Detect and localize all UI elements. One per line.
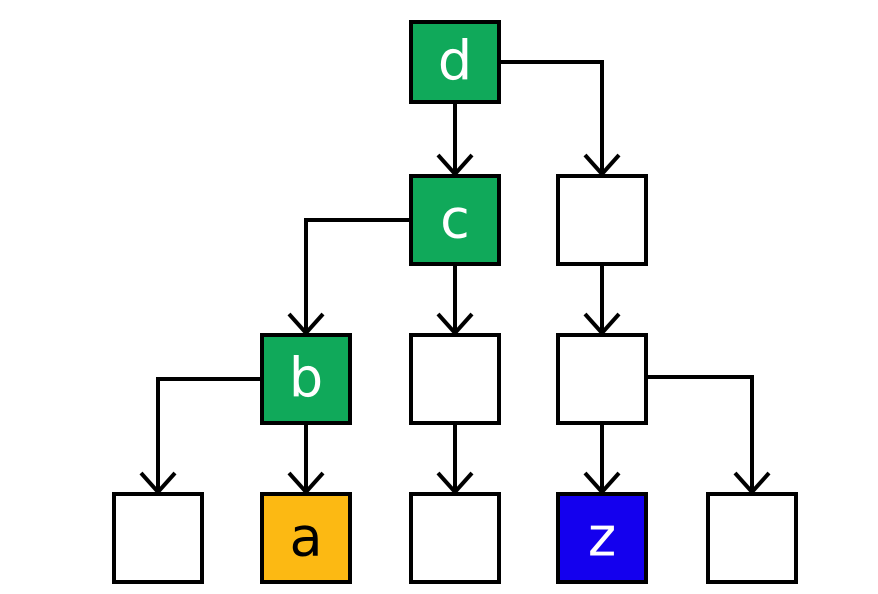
node-label: b (289, 347, 323, 410)
edge-e_b_l1 (139, 377, 262, 495)
edge-e_b_a (287, 423, 325, 495)
node-box[interactable] (409, 333, 501, 425)
node-box[interactable] (409, 174, 501, 266)
node-label: z (588, 506, 616, 569)
edge-e_d_c (436, 102, 474, 177)
node-n_c[interactable]: c (409, 174, 501, 266)
node-box[interactable] (409, 492, 501, 584)
node-n_l5[interactable] (706, 492, 798, 584)
node-label: d (438, 30, 472, 93)
node-label: c (440, 188, 470, 251)
node-box[interactable] (556, 174, 648, 266)
edge-line (646, 375, 754, 490)
edges-layer (139, 60, 771, 495)
edge-line (304, 218, 411, 331)
node-box[interactable] (706, 492, 798, 584)
node-n_l3[interactable] (409, 492, 501, 584)
edge-line (156, 377, 262, 490)
edge-e_c_b (287, 218, 411, 336)
edge-e_c_r3c (436, 264, 474, 336)
node-n_r3d[interactable] (556, 333, 648, 425)
edge-e_r2e_r3d (583, 264, 621, 336)
node-n_r3c[interactable] (409, 333, 501, 425)
node-box[interactable] (260, 333, 352, 425)
node-label: a (289, 506, 322, 569)
edge-e_d_r2e (499, 60, 621, 177)
edge-e_r3d_z (583, 423, 621, 495)
edge-line (499, 60, 604, 172)
node-box[interactable] (260, 492, 352, 584)
node-n_r2e[interactable] (556, 174, 648, 266)
node-box[interactable] (112, 492, 204, 584)
node-n_z[interactable]: z (556, 492, 648, 584)
node-n_d[interactable]: d (409, 20, 501, 104)
edge-e_r3d_l5 (646, 375, 771, 495)
nodes-layer: d c b a z (112, 20, 798, 584)
node-n_b[interactable]: b (260, 333, 352, 425)
node-box[interactable] (556, 333, 648, 425)
edge-e_r3c_l3 (436, 423, 474, 495)
node-n_a[interactable]: a (260, 492, 352, 584)
node-box[interactable] (409, 20, 501, 104)
node-box[interactable] (556, 492, 648, 584)
node-n_l1[interactable] (112, 492, 204, 584)
